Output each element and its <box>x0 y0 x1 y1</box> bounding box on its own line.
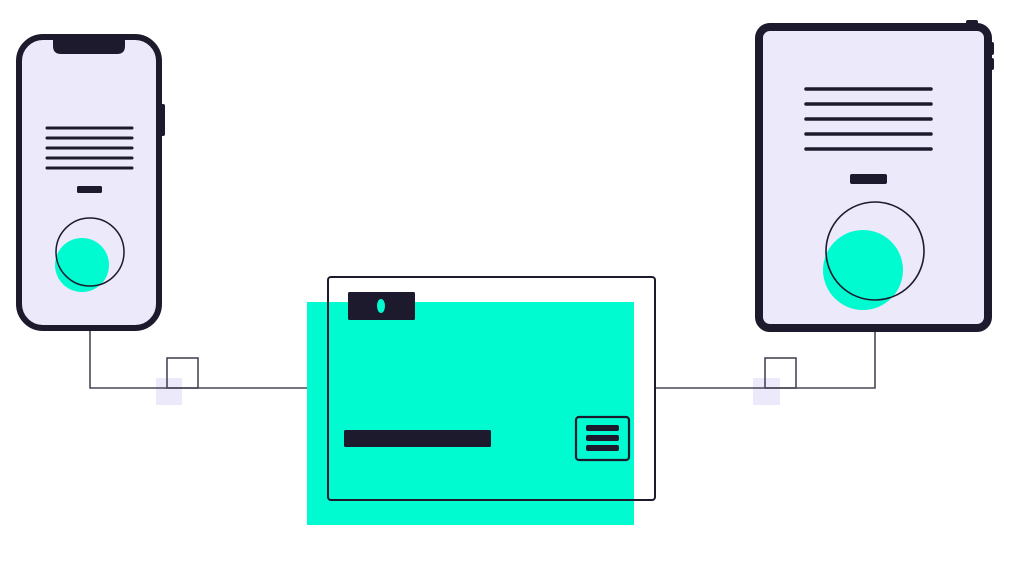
drop-icon <box>377 299 385 313</box>
tablet-outline-circle <box>825 201 925 301</box>
tablet-connector <box>655 330 876 405</box>
connector-square-right <box>764 357 797 389</box>
card-accent-bg <box>307 302 634 525</box>
card-number-bar <box>344 430 491 447</box>
phone-outline-circle <box>55 217 125 287</box>
tablet-icon <box>755 20 994 332</box>
tablet-text-lines <box>804 87 933 151</box>
connector-square-left <box>166 357 199 389</box>
phone-connector <box>89 330 307 405</box>
lavender-square-right <box>753 378 780 405</box>
phone-text-lines <box>45 126 134 170</box>
phone-notch <box>53 37 125 54</box>
menu-icon <box>574 415 631 462</box>
tablet-button <box>850 174 887 184</box>
phone-button <box>77 186 102 193</box>
card-icon <box>307 276 656 525</box>
tablet-accent-circle <box>823 230 903 310</box>
card-outline <box>327 276 656 501</box>
phone-icon <box>16 34 165 331</box>
lavender-square-left <box>156 378 182 405</box>
